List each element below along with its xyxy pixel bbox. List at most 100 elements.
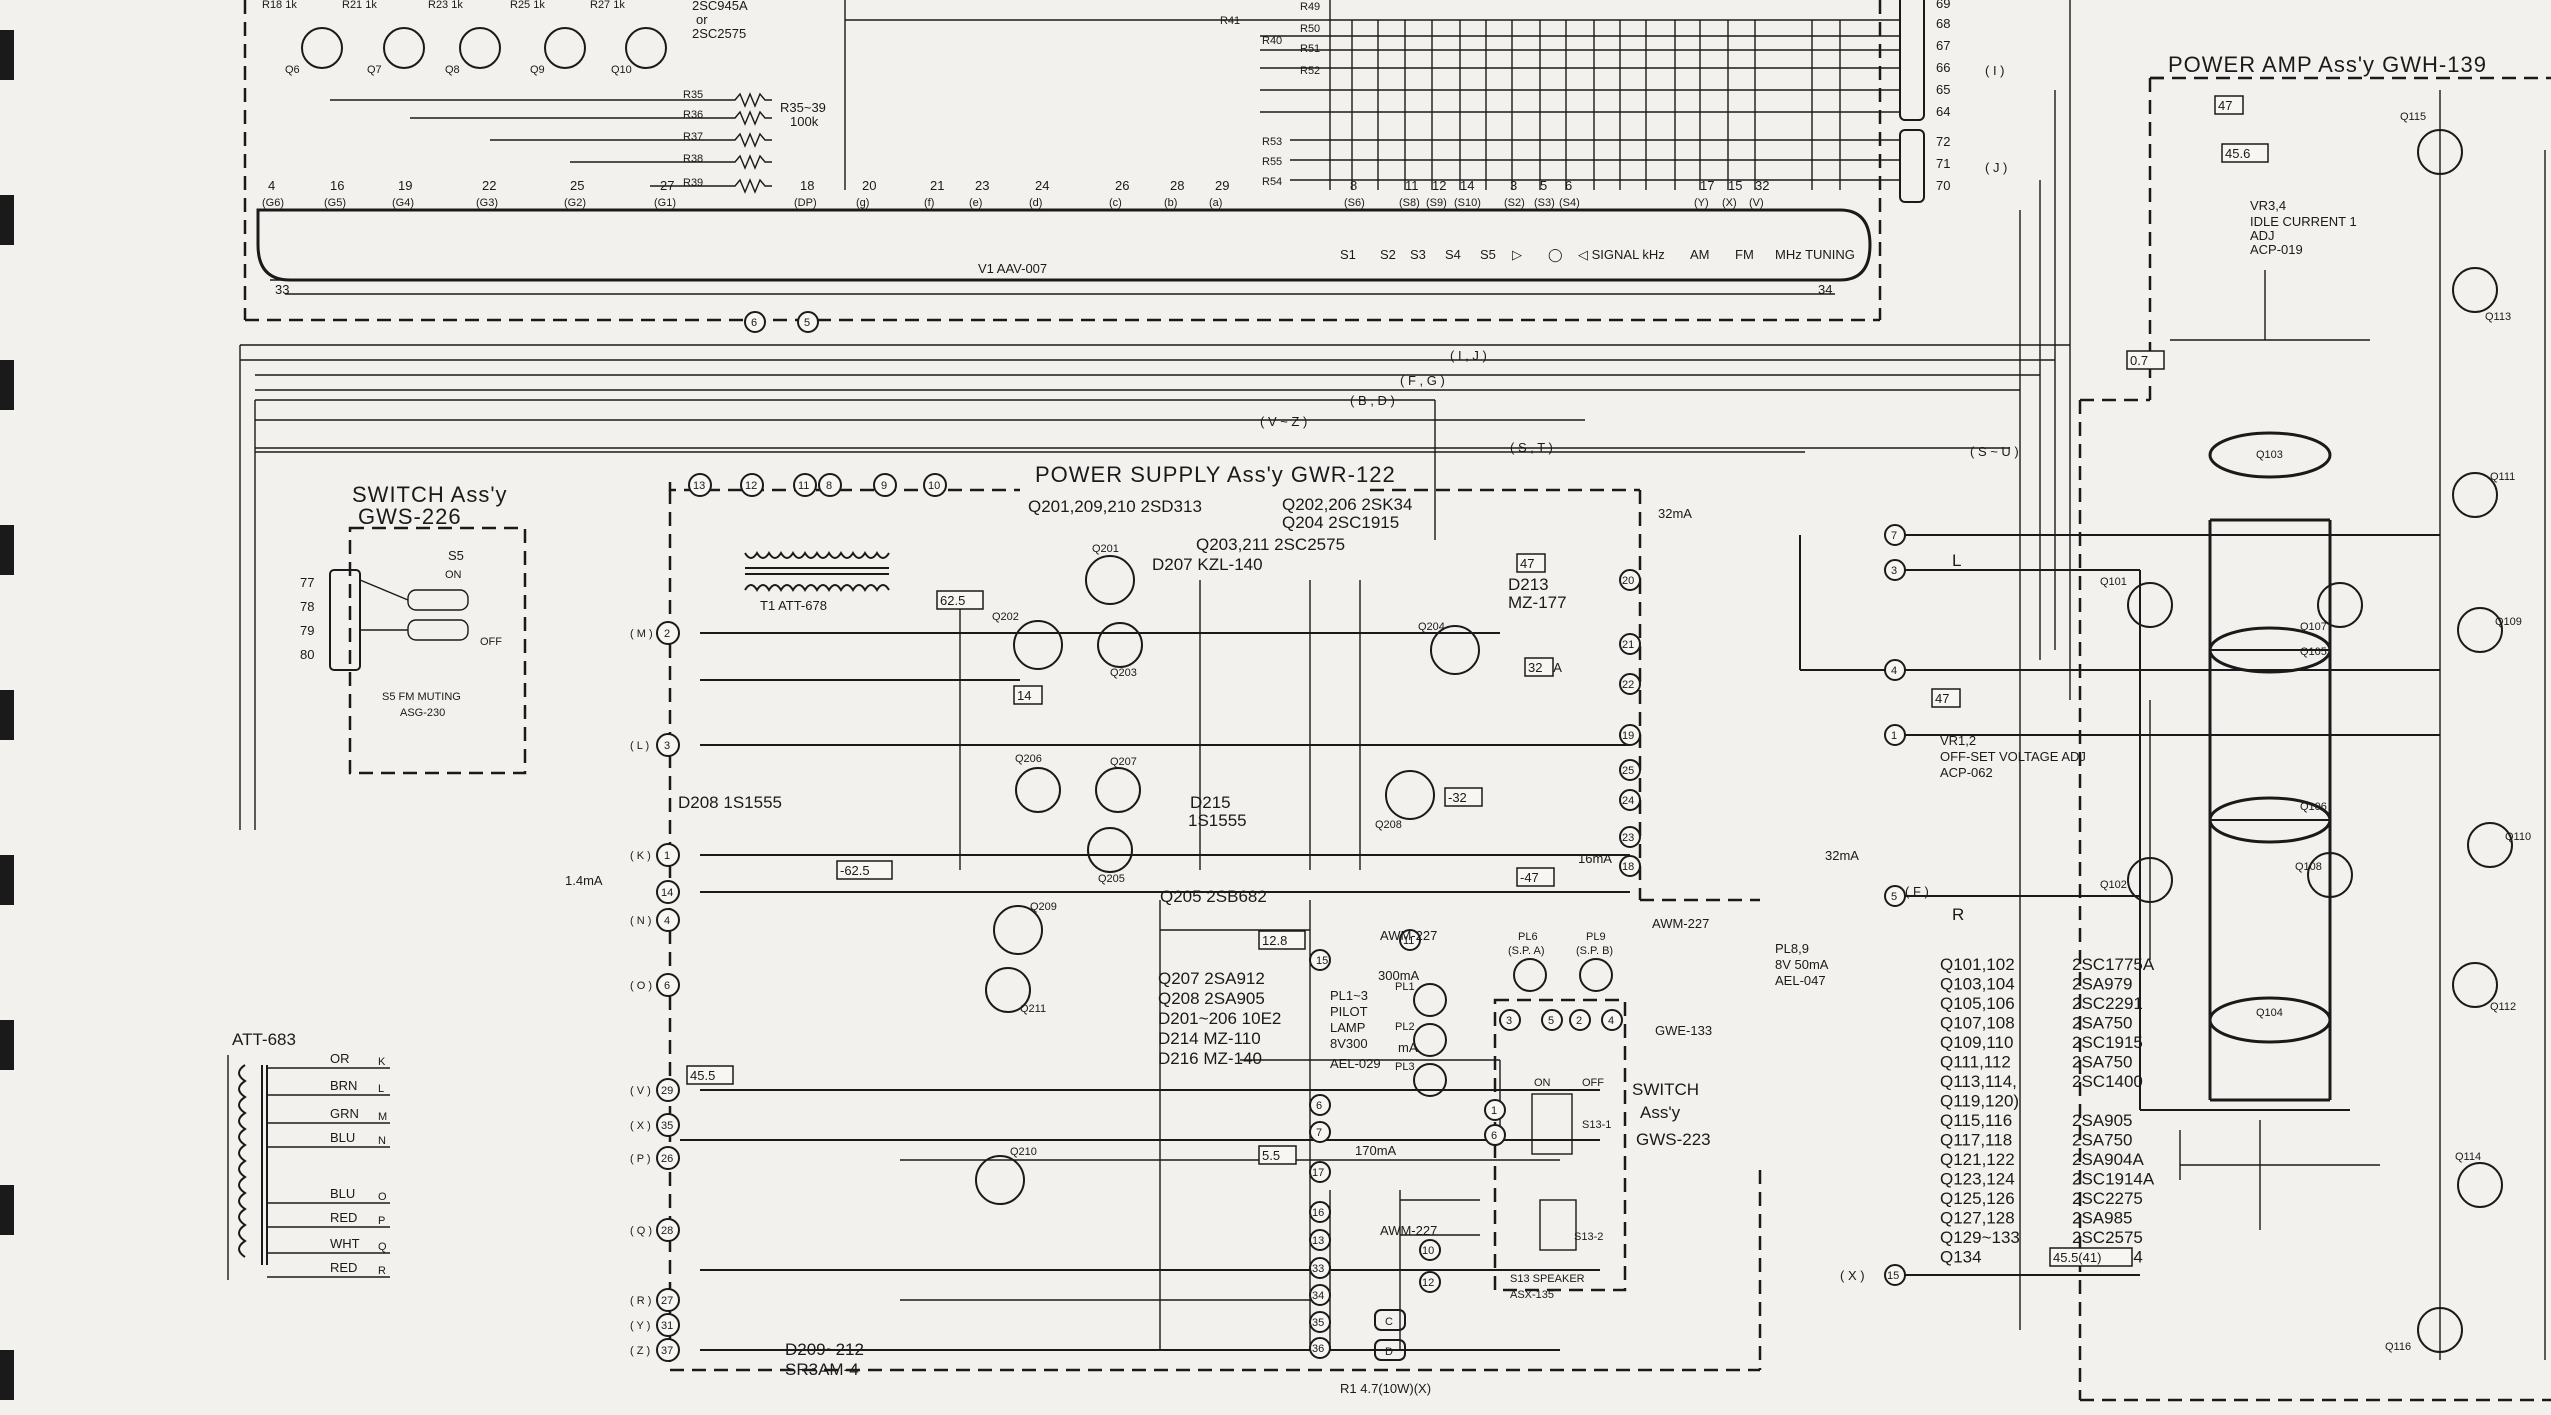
svg-text:21: 21 [1622,639,1634,651]
svg-text:Q107: Q107 [2300,621,2327,633]
amp-part-type: 2SA985 [2072,1209,2133,1228]
amp-part-type: 2SC2291 [2072,994,2143,1013]
svg-text:PILOT: PILOT [1330,1004,1368,1019]
display-pin-numbers: 4(G6)16(G5)19(G4)22(G3)25(G2)27(G1)18(DP… [262,178,1769,209]
pin-signal: (a) [1209,197,1222,209]
svg-text:67: 67 [1936,38,1950,53]
connector-node-label: 35 [661,1120,673,1132]
svg-text:Q112: Q112 [2490,1001,2516,1013]
voltage-value: 14 [1017,688,1031,703]
ps-part-label: MZ-177 [1508,593,1567,612]
svg-text:R35: R35 [683,89,703,101]
svg-text:3: 3 [1891,565,1897,577]
display-segment-label: S2 [1380,247,1396,262]
connector-letter: ( V ) [630,1085,651,1097]
signal-bus-lines: 6 5 ( I , J ) ( F , G ) ( B , D ) ( V ~ … [239,0,2071,1330]
amp-part-type: 2SA750 [2072,1053,2133,1072]
svg-text:8V300: 8V300 [1330,1036,1368,1051]
svg-text:16mA: 16mA [1578,851,1612,866]
amp-part-type: 2SC1915 [2072,1033,2143,1052]
pin-number: 3 [1510,178,1517,193]
svg-text:64: 64 [1936,104,1950,119]
svg-text:( I , J ): ( I , J ) [1450,348,1487,363]
r35-value: 100k [790,114,819,129]
amp-part-type: 2SC1775A [2072,955,2155,974]
connector-node-label: 4 [664,915,670,927]
voltage-value: 12.8 [1262,933,1287,948]
wire-color-label: BRN [330,1078,357,1093]
wire-letter: N [378,1135,386,1147]
pin-signal: (G1) [654,197,676,209]
top-left-part-3: 2SC2575 [692,26,746,41]
connector-letter: ( L ) [630,740,649,752]
pin-signal: (S10) [1454,197,1481,209]
pin-number: 29 [1215,178,1229,193]
voltage-value: 47 [1520,556,1534,571]
svg-text:72: 72 [1936,134,1950,149]
svg-text:Q201: Q201 [1092,543,1119,555]
svg-text:300mA: 300mA [1378,968,1420,983]
amp-part-ref: Q101,102 [1940,955,2015,974]
wire-color-label: RED [330,1210,357,1225]
svg-text:18: 18 [1622,861,1634,873]
voltage-box [2126,350,2165,370]
svg-text:Q209: Q209 [1030,901,1057,913]
svg-text:R54: R54 [1262,176,1282,188]
wire-letter: M [378,1111,387,1123]
svg-text:IDLE CURRENT 1: IDLE CURRENT 1 [2250,214,2357,229]
pin-number: 23 [975,178,989,193]
binding-marks [0,30,14,1400]
svg-text:R: R [1952,905,1964,924]
amp-part-ref: Q117,118 [1940,1131,2012,1150]
connector-letter: ( M ) [630,628,653,640]
svg-text:PL1: PL1 [1395,981,1415,993]
connector-node [656,908,680,932]
pin-signal: (d) [1029,197,1042,209]
svg-text:ON: ON [445,569,462,581]
svg-text:OFF: OFF [1582,1077,1604,1089]
pin-signal: (DP) [794,197,817,209]
pin-signal: (G4) [392,197,414,209]
pin-number: 21 [930,178,944,193]
svg-text:( J ): ( J ) [1985,160,2007,175]
transformer-t1: T1 ATT-678 [744,551,890,613]
display-segment-label: ◯ [1548,247,1563,263]
svg-text:S13-1: S13-1 [1582,1119,1611,1131]
voltage-box [1013,685,1043,705]
connector-node-label: 37 [661,1345,673,1357]
svg-text:R49: R49 [1300,1,1320,13]
svg-text:GWS-223: GWS-223 [1636,1130,1711,1149]
pin-signal: (G5) [324,197,346,209]
svg-text:R27 1k: R27 1k [590,0,625,11]
svg-text:Q205: Q205 [1098,873,1125,885]
voltage-value: 32 [1528,660,1542,675]
connector-node-label: 14 [661,887,673,899]
svg-text:17: 17 [1312,1167,1324,1179]
svg-text:AWM-227: AWM-227 [1380,1223,1437,1238]
wire-letter: L [378,1083,384,1095]
pin-signal: (S2) [1504,197,1525,209]
svg-text:33: 33 [275,282,289,297]
r35-label: R35~39 [780,100,826,115]
connector-letter: ( K ) [630,850,651,862]
pin-signal: (G2) [564,197,586,209]
pin-signal: (f) [924,197,934,209]
svg-text:OFF: OFF [480,636,502,648]
connector-letter: ( O ) [630,980,652,992]
pin-signal: (S8) [1399,197,1420,209]
svg-text:Q111: Q111 [2490,471,2515,483]
amp-part-ref: Q109,110 [1940,1033,2013,1052]
wire-letter: K [378,1056,386,1068]
amp-part-ref: Q103,104 [1940,975,2015,994]
wire-letter: R [378,1265,386,1277]
switch-assy-gws226: SWITCH Ass'y GWS-226 77 78 79 80 S5 ON O… [300,482,527,775]
pin-number: 6 [1565,178,1572,193]
amp-part-ref: Q127,128 [1940,1209,2015,1228]
svg-text:R52: R52 [1300,65,1320,77]
voltage-box [2214,95,2244,115]
svg-text:69: 69 [1936,0,1950,11]
svg-text:65: 65 [1936,82,1950,97]
connector-node [656,1113,680,1137]
voltage-box [1516,553,1546,573]
